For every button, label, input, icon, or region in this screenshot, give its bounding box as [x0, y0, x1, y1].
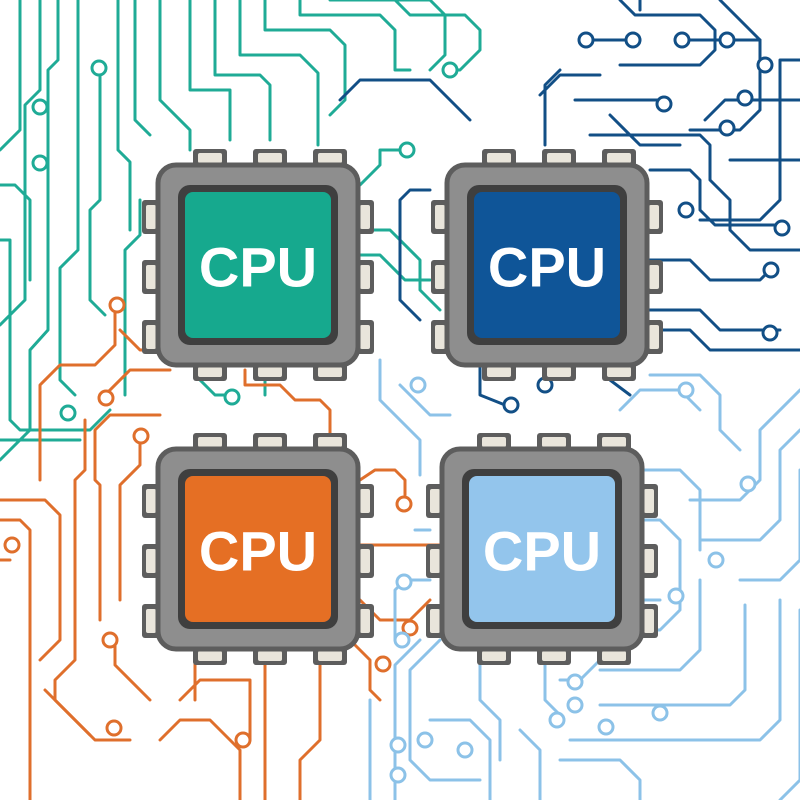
cpu-label: CPU [199, 236, 317, 299]
cpu-label: CPU [488, 236, 606, 299]
navy-circuit-traces [338, 0, 800, 414]
cpu-label: CPU [199, 520, 317, 583]
cpu-chip-orange: CPU [142, 433, 374, 665]
chip-die [474, 192, 620, 338]
cpu-chip-navy: CPU [431, 149, 663, 381]
teal-circuit-traces [0, 0, 482, 462]
cpu-chip-teal: CPU [142, 149, 374, 381]
chip-die [185, 476, 331, 622]
cpu-label: CPU [483, 520, 601, 583]
sky-circuit-traces [368, 358, 800, 800]
chip-die [469, 476, 615, 622]
chip-die [185, 192, 331, 338]
orange-circuit-traces [0, 296, 442, 800]
cpu-chip-sky: CPU [426, 433, 658, 665]
cpu-chips: CPU CPU CPU CPU [142, 149, 663, 665]
